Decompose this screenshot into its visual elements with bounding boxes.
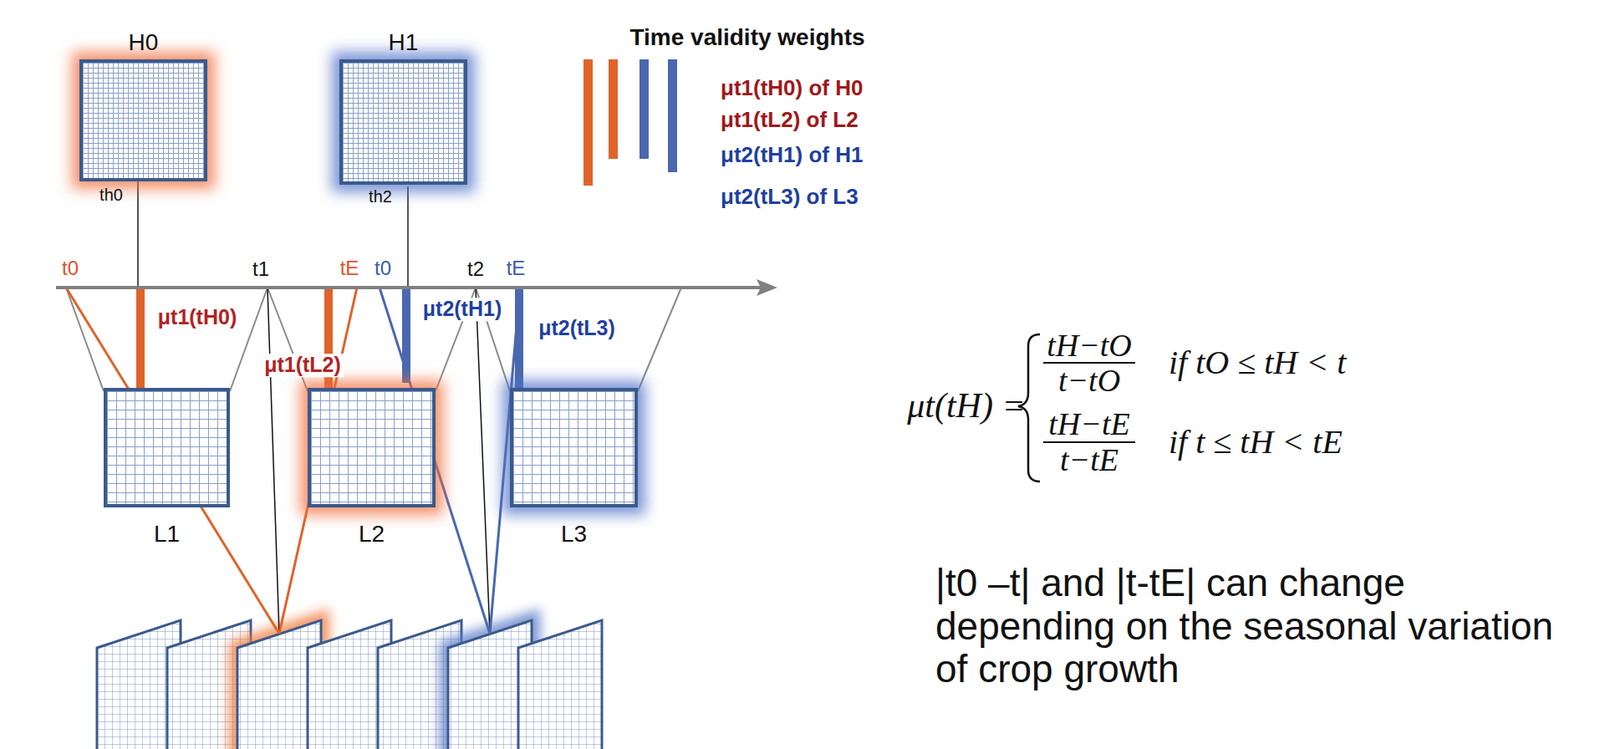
image-tile: H0: [79, 59, 208, 182]
time-point: tE: [506, 257, 526, 280]
image-tile: L1: [103, 387, 230, 508]
legend-title: Time validity weights: [629, 25, 865, 51]
svg-line: [514, 287, 524, 388]
time-point: t1: [252, 258, 270, 281]
weight-label: μt2(tH1): [420, 297, 505, 322]
time-point: t0: [374, 257, 392, 280]
svg-line: [66, 287, 280, 634]
image-frame: [518, 620, 602, 749]
time-point: t2: [467, 258, 485, 281]
weight-label: μt2(tL3): [535, 316, 618, 341]
image-tile: L3: [509, 387, 638, 508]
time-point: t0: [61, 257, 79, 280]
projection-lines: [66, 287, 682, 392]
formula-term: if tO ≤ tH < t: [1168, 344, 1346, 382]
weight-label: μt1(tH0): [155, 305, 240, 330]
svg-line: [637, 287, 682, 392]
note-text: |t0 –t| and |t-tE| can change depending …: [935, 561, 1584, 692]
axis-arrow: [756, 279, 778, 296]
time-label: th2: [368, 187, 393, 206]
formula-term: tH−tE: [1048, 407, 1130, 443]
image-tile: H1: [339, 59, 468, 185]
image-name: L2: [358, 520, 385, 548]
legend-text: μt2(tL3) of L3: [720, 183, 859, 210]
svg-line: [475, 287, 490, 634]
legend-swatch: [583, 59, 593, 186]
legend-swatch: [639, 59, 649, 159]
image-stack: [96, 620, 602, 749]
image-name: H0: [128, 29, 159, 57]
time-axis: [56, 285, 765, 290]
formula-term: if t ≤ tH < tE: [1168, 423, 1343, 461]
time-point: tE: [340, 257, 360, 280]
weight-label: μt1(tL2): [261, 353, 344, 378]
svg-line: [407, 186, 409, 288]
image-name: H1: [388, 29, 419, 57]
legend-text: μt1(tL2) of L2: [720, 107, 859, 133]
time-label: th0: [99, 185, 123, 204]
drop-lines: [137, 181, 408, 288]
legend-text: μt2(tH1) of H1: [720, 142, 863, 169]
image-name: L1: [153, 520, 180, 548]
legend-swatch: [667, 59, 678, 173]
svg-line: [402, 287, 411, 383]
formula-term: t−tE: [1059, 443, 1119, 479]
image-name: L3: [560, 520, 587, 548]
image-tile: L2: [307, 387, 436, 508]
formula-term: tH−tO: [1046, 328, 1132, 364]
legend-swatch: [608, 59, 618, 159]
formula-term: t−tO: [1058, 363, 1121, 399]
date-lines: [267, 287, 490, 634]
svg-line: [137, 181, 139, 288]
formula-term: μt(tH) =: [907, 386, 1026, 425]
svg-line: [267, 287, 280, 634]
legend-text: μt1(tH0) of H0: [720, 75, 863, 102]
